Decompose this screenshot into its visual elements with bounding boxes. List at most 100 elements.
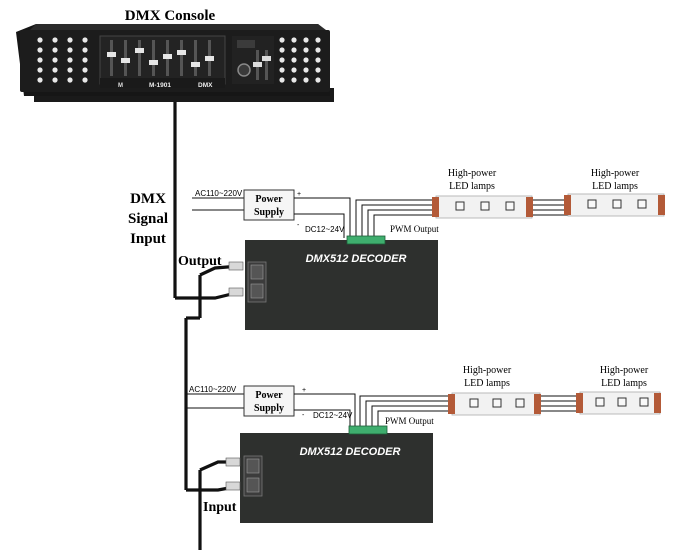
console-button bbox=[52, 57, 58, 63]
power-supply-label-line1: Power bbox=[255, 194, 283, 205]
console-button bbox=[67, 77, 73, 83]
xlr-plug-top bbox=[228, 261, 244, 271]
dmx-console: DMX Console M M-1901 DMX bbox=[16, 8, 334, 102]
power-supply-label-line1: Power bbox=[255, 390, 283, 401]
lamp2-label-line1: High-power bbox=[600, 365, 649, 376]
lamp2-label-line1: High-power bbox=[591, 168, 640, 179]
console-button bbox=[303, 67, 309, 73]
dmx512-decoder-box bbox=[240, 433, 433, 523]
console-button bbox=[315, 37, 321, 43]
console-button bbox=[279, 67, 285, 73]
console-button bbox=[279, 37, 285, 43]
console-button bbox=[82, 67, 88, 73]
console-button bbox=[82, 57, 88, 63]
console-button bbox=[279, 57, 285, 63]
decoder-title: DMX512 DECODER bbox=[300, 446, 401, 458]
console-button bbox=[315, 47, 321, 53]
console-button bbox=[37, 67, 43, 73]
console-button bbox=[52, 37, 58, 43]
fader-knob bbox=[163, 54, 172, 59]
power-supply-box bbox=[243, 189, 295, 221]
console-title: DMX Console bbox=[125, 8, 216, 24]
plus-sign: + bbox=[297, 191, 301, 198]
console-button bbox=[82, 77, 88, 83]
fader-track bbox=[180, 40, 183, 76]
console-button bbox=[67, 47, 73, 53]
pwm-output-label: PWM Output bbox=[385, 416, 434, 426]
led-strip-1 bbox=[448, 392, 541, 416]
console-button bbox=[303, 47, 309, 53]
fader-knob bbox=[121, 58, 130, 63]
console-right-panel bbox=[232, 36, 274, 84]
dmx-label: DMX bbox=[130, 191, 166, 207]
console-mode-label: DMX bbox=[198, 82, 213, 89]
fader-track bbox=[110, 40, 113, 76]
input-label: Input bbox=[130, 231, 166, 247]
ac-label: AC110~220V bbox=[189, 385, 237, 394]
xlr-plug-bottom bbox=[228, 287, 244, 297]
lamp1-label-line2: LED lamps bbox=[449, 181, 495, 192]
console-button bbox=[279, 77, 285, 83]
console-button bbox=[291, 67, 297, 73]
console-button bbox=[82, 37, 88, 43]
console-button bbox=[37, 47, 43, 53]
power-supply-label-line2: Supply bbox=[254, 403, 284, 414]
console-button bbox=[37, 77, 43, 83]
pwm-output-label: PWM Output bbox=[390, 224, 439, 234]
fader-knob bbox=[177, 50, 186, 55]
console-button bbox=[67, 37, 73, 43]
power-supply-label-line2: Supply bbox=[254, 207, 284, 218]
console-button bbox=[291, 77, 297, 83]
pwm-wires bbox=[355, 199, 436, 238]
led-strip-1 bbox=[432, 195, 533, 219]
console-button bbox=[303, 77, 309, 83]
fader-track bbox=[194, 40, 197, 76]
fader-knob bbox=[107, 52, 116, 57]
power-supply-box bbox=[243, 385, 295, 417]
strip-link-wires bbox=[541, 395, 580, 412]
terminal-block bbox=[346, 235, 386, 245]
terminal-block bbox=[348, 425, 388, 435]
console-button bbox=[37, 57, 43, 63]
signal-label: Signal bbox=[128, 211, 168, 227]
console-button bbox=[52, 47, 58, 53]
dmx512-decoder-box bbox=[245, 240, 438, 330]
console-button bbox=[303, 57, 309, 63]
dc-label: DC12~24V bbox=[305, 225, 345, 234]
console-button bbox=[37, 37, 43, 43]
lamp2-label-line2: LED lamps bbox=[601, 378, 647, 389]
lamp1-label-line1: High-power bbox=[463, 365, 512, 376]
ac-label: AC110~220V bbox=[195, 189, 243, 198]
console-button bbox=[315, 57, 321, 63]
console-fader-panel: M M-1901 DMX bbox=[99, 35, 226, 89]
led-strip-2 bbox=[576, 391, 661, 415]
decoder-unit-2: AC110~220V Power Supply + - DC12~24V PWM… bbox=[186, 365, 661, 523]
xlr-plug-bottom bbox=[225, 481, 241, 491]
dc-label: DC12~24V bbox=[313, 411, 353, 420]
console-button bbox=[52, 67, 58, 73]
fader-knob bbox=[135, 48, 144, 53]
output-label: Output bbox=[178, 254, 222, 269]
plus-sign: + bbox=[302, 387, 306, 394]
led-strip-2 bbox=[564, 193, 665, 217]
pwm-wires bbox=[359, 395, 452, 428]
fader-knob bbox=[191, 62, 200, 67]
console-button bbox=[291, 37, 297, 43]
console-brand-logo: M bbox=[118, 83, 123, 89]
lamp1-label-line2: LED lamps bbox=[464, 378, 510, 389]
console-button bbox=[291, 57, 297, 63]
console-button bbox=[291, 47, 297, 53]
minus-sign: - bbox=[302, 412, 305, 419]
decoder-unit-1: AC110~220V Power Supply + - DC12~24V PWM… bbox=[192, 168, 665, 330]
lamp2-label-line2: LED lamps bbox=[592, 181, 638, 192]
console-button bbox=[67, 67, 73, 73]
fader-track bbox=[152, 40, 155, 76]
console-button bbox=[315, 67, 321, 73]
console-button bbox=[82, 47, 88, 53]
lamp1-label-line1: High-power bbox=[448, 168, 497, 179]
console-button bbox=[303, 37, 309, 43]
xlr-plug-top bbox=[225, 457, 241, 467]
console-button bbox=[279, 47, 285, 53]
